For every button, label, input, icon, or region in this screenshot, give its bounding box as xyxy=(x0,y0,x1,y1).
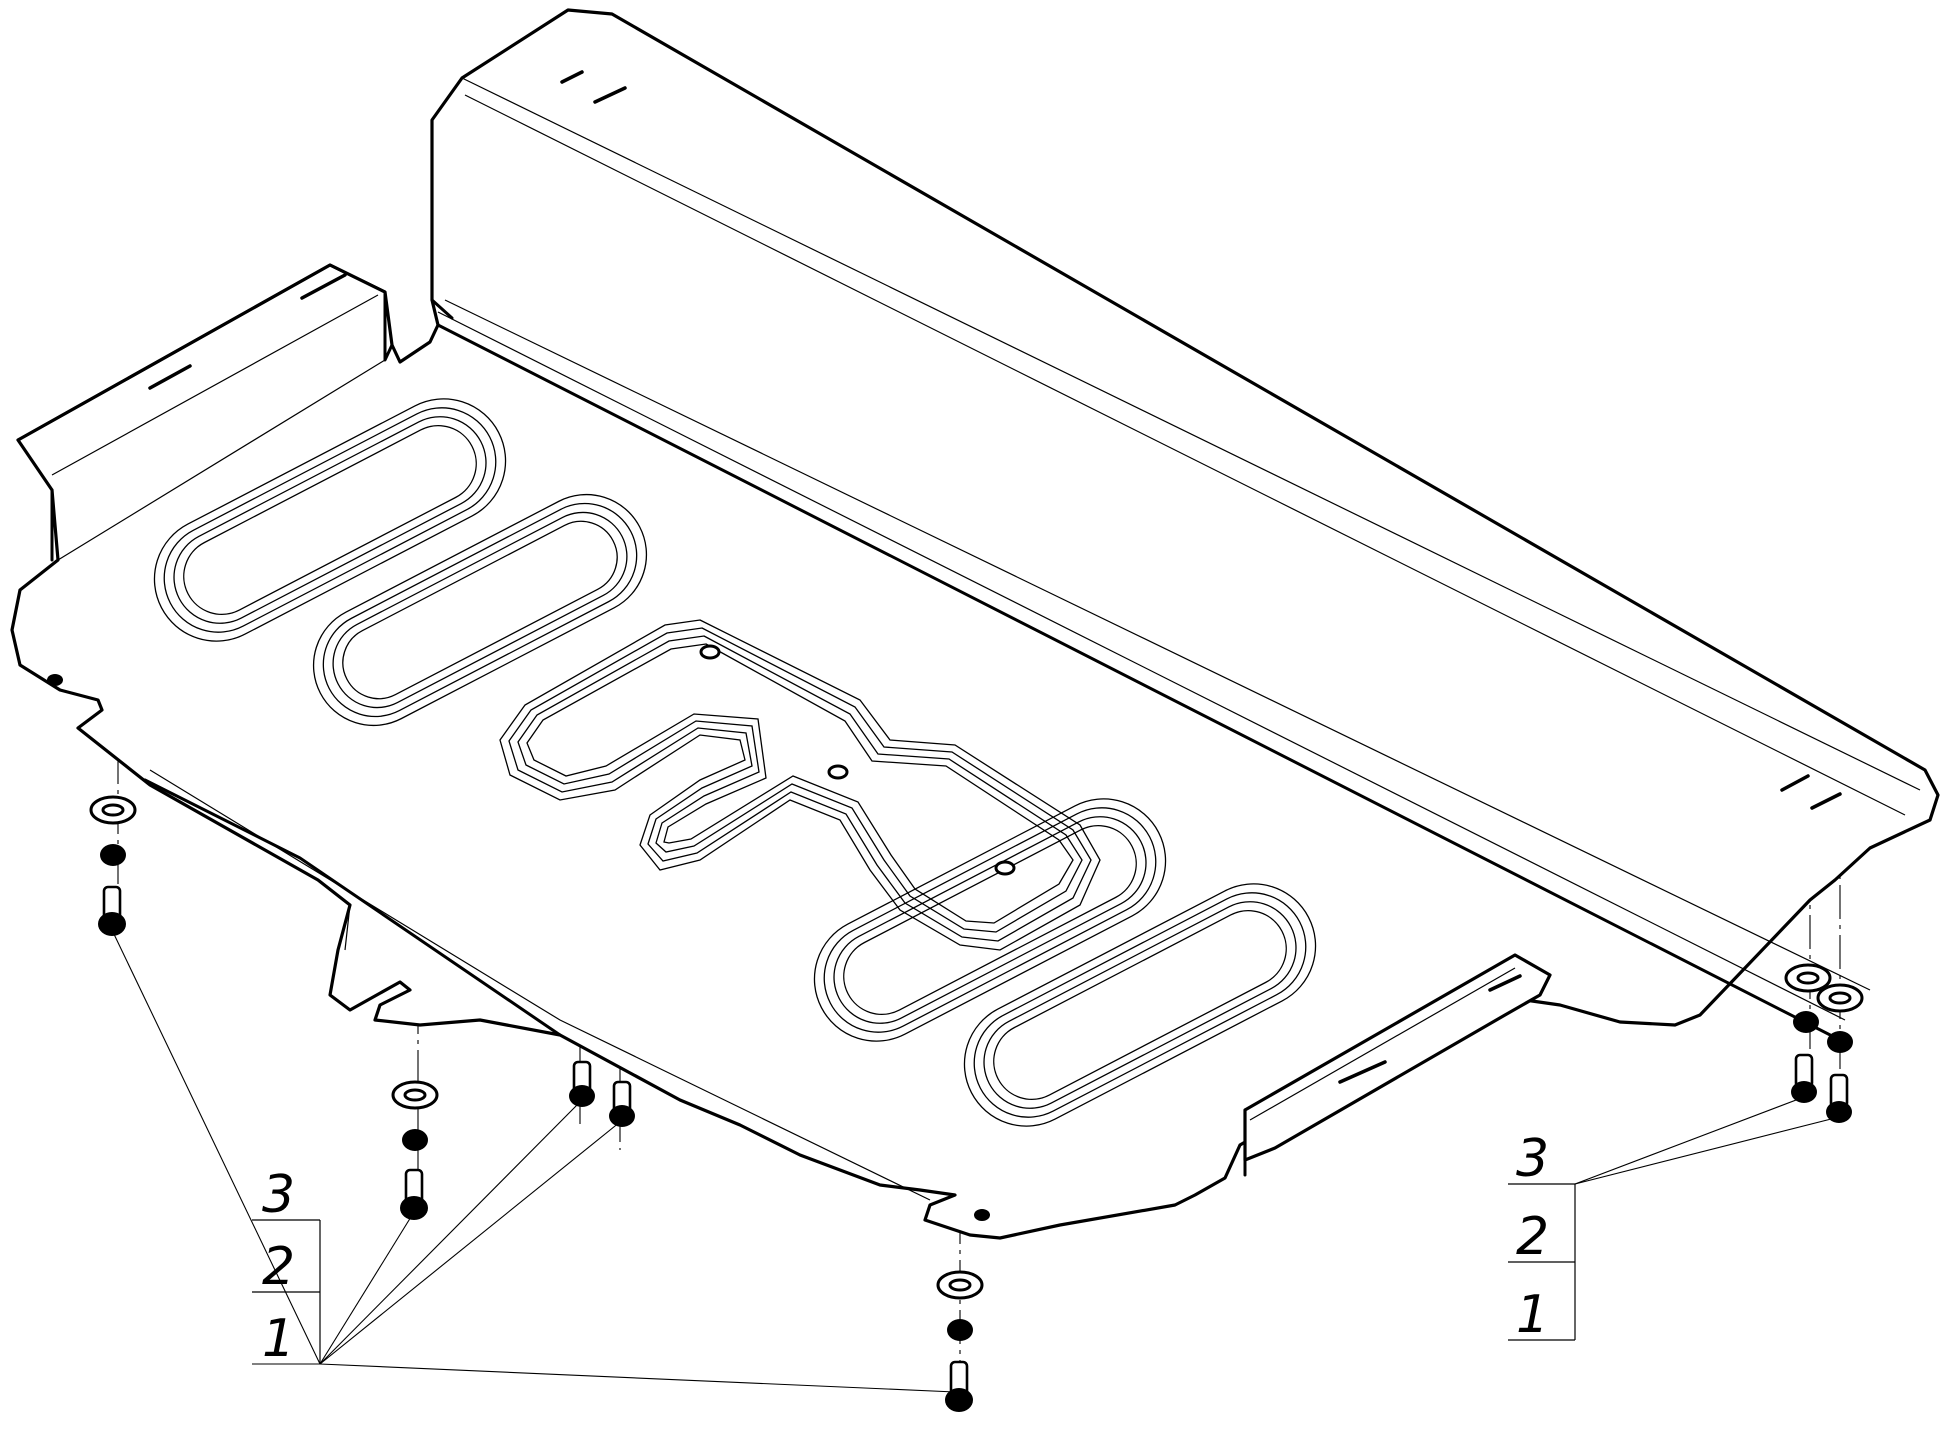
bolt-icon xyxy=(1791,1053,1817,1103)
rib-3 xyxy=(499,619,1101,951)
fastener-set-front xyxy=(936,1270,984,1412)
mounting-hole-icon xyxy=(974,1209,990,1221)
stiffening-ribs xyxy=(153,398,1317,1127)
mounting-hole-icon xyxy=(699,644,721,660)
right-flange xyxy=(1243,953,1552,1162)
nut-icon xyxy=(402,1129,428,1151)
nut-icon xyxy=(1827,1031,1853,1053)
callout-left-2: 2 xyxy=(262,1237,295,1297)
mounting-slots xyxy=(148,70,1842,1084)
mounting-slot-icon xyxy=(148,364,192,390)
bolt-icon xyxy=(98,885,126,936)
bolt-icon xyxy=(609,1080,635,1127)
fastener-set-middle xyxy=(391,1080,439,1220)
rib-1 xyxy=(153,398,507,642)
callout-right-2: 2 xyxy=(1516,1207,1549,1267)
mounting-hole-icon xyxy=(47,674,63,686)
mounting-slot-icon xyxy=(1810,792,1842,810)
mounting-slot-icon xyxy=(560,70,584,84)
washer-icon xyxy=(101,803,125,817)
mounting-hole-icon xyxy=(827,764,849,780)
mounting-slot-icon xyxy=(300,273,347,300)
mounting-holes xyxy=(47,644,1016,1221)
washer-icon xyxy=(1796,971,1820,985)
fastener-set-flange-bolts xyxy=(569,1060,635,1127)
skid-plate xyxy=(10,8,1940,1240)
nut-icon xyxy=(100,844,126,866)
left-flange xyxy=(16,263,394,442)
skid-plate-outline xyxy=(10,8,1940,1240)
callout-left-3: 3 xyxy=(262,1165,295,1225)
mounting-slot-icon xyxy=(1338,1060,1387,1084)
callout-right: 3 2 1 xyxy=(1508,1129,1576,1345)
bolt-icon xyxy=(945,1360,973,1412)
rib-2 xyxy=(312,493,648,727)
bolt-icon xyxy=(400,1168,428,1220)
rib-4 xyxy=(813,798,1167,1042)
callout-left: 3 2 1 xyxy=(252,1165,321,1369)
bolt-icon xyxy=(1826,1073,1852,1123)
nut-icon xyxy=(1793,1011,1819,1033)
mounting-slot-icon xyxy=(1488,974,1522,992)
callout-right-1: 1 xyxy=(1516,1285,1549,1345)
callout-right-3: 3 xyxy=(1516,1129,1549,1189)
mounting-slot-icon xyxy=(1780,774,1810,792)
washer-icon xyxy=(403,1088,427,1102)
washer-icon xyxy=(948,1278,972,1292)
fastener-set-left xyxy=(89,795,137,936)
rib-5 xyxy=(963,883,1317,1127)
bolt-icon xyxy=(569,1060,595,1107)
mounting-hole-icon xyxy=(994,860,1016,876)
nut-icon xyxy=(947,1319,973,1341)
callout-left-1: 1 xyxy=(262,1309,295,1369)
mounting-slot-icon xyxy=(593,86,627,104)
fastener-set-right xyxy=(1784,963,1864,1123)
washer-icon xyxy=(1828,991,1852,1005)
